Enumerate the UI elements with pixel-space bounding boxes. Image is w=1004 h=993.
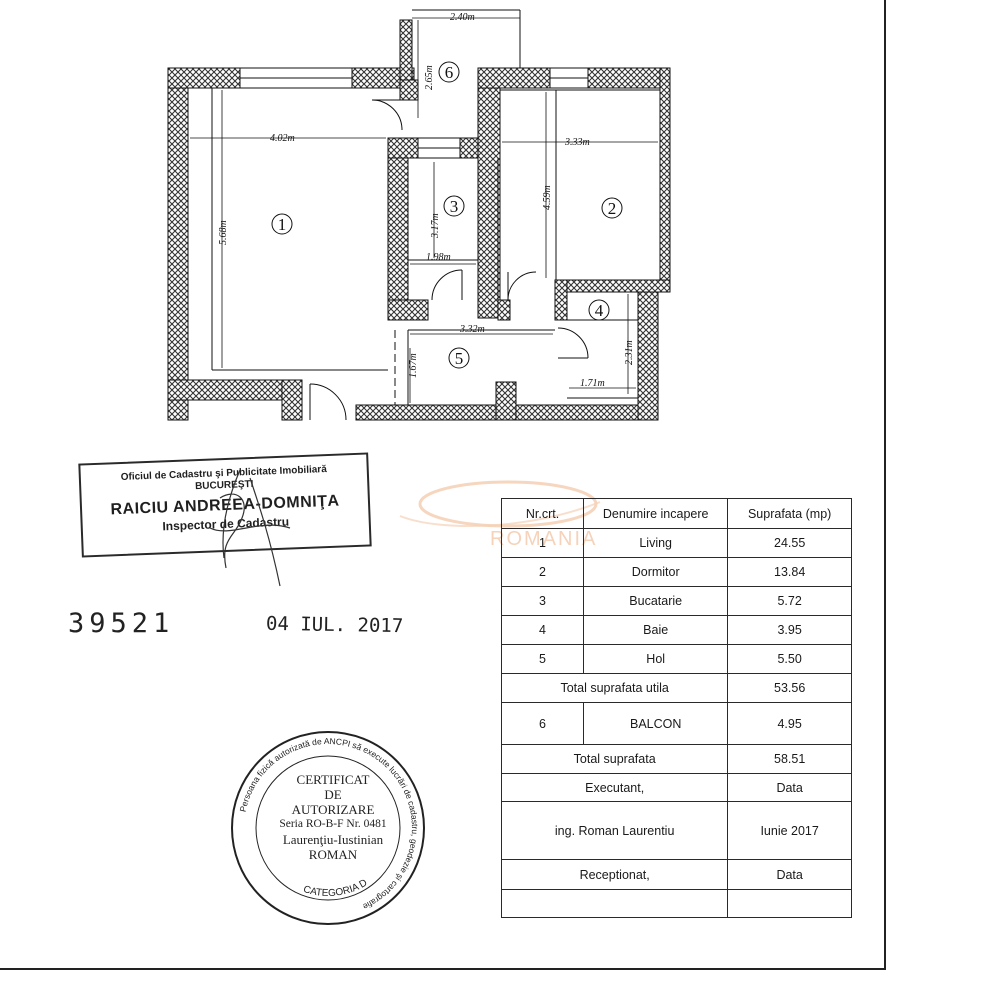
room-number: 5 bbox=[455, 349, 464, 368]
table-row: 3 Bucatarie 5.72 bbox=[500, 586, 852, 616]
table-total-useful-row: Total suprafata utila 53.56 bbox=[500, 673, 852, 703]
dim-label: 1.98m bbox=[426, 252, 451, 263]
dim-label: 2.31m bbox=[624, 340, 635, 365]
windows bbox=[239, 67, 589, 159]
room-number: 6 bbox=[445, 63, 454, 82]
room-number: 2 bbox=[608, 199, 617, 218]
table-row: 5 Hol 5.50 bbox=[500, 644, 852, 674]
table-receptionat-row: Receptionat, Data bbox=[500, 859, 852, 890]
header-room-name: Denumire incapere bbox=[583, 498, 729, 529]
room-area-table: Nr.crt. Denumire incapere Suprafata (mp)… bbox=[500, 498, 852, 918]
svg-text:CATEGORIA D: CATEGORIA D bbox=[302, 878, 369, 900]
dim-label: 3.17m bbox=[430, 213, 441, 239]
table-total-row: Total suprafata 58.51 bbox=[500, 744, 852, 774]
table-executant-row: Executant, Data bbox=[500, 773, 852, 802]
room-numbers bbox=[271, 61, 623, 369]
header-area: Suprafata (mp) bbox=[727, 498, 852, 529]
table-row: 2 Dormitor 13.84 bbox=[500, 557, 852, 587]
table-executant-name-row: ing. Roman Laurentiu Iunie 2017 bbox=[500, 801, 852, 860]
room-number: 4 bbox=[595, 301, 604, 320]
dim-label: 3.32m bbox=[459, 324, 485, 335]
dim-label: 2.65m bbox=[424, 65, 435, 90]
header-nr: Nr.crt. bbox=[500, 498, 585, 529]
walls bbox=[167, 19, 671, 421]
room-number: 3 bbox=[450, 197, 459, 216]
dimension-lines bbox=[190, 17, 658, 403]
interior-lines bbox=[211, 9, 661, 405]
floor-plan: 2.40m 2.65m 4.02m 3.33m 5.68m 3.17m 4.59… bbox=[167, 9, 671, 421]
dimension-labels: 2.40m 2.65m 4.02m 3.33m 5.68m 3.17m 4.59… bbox=[218, 12, 635, 389]
dim-label: 4.59m bbox=[542, 185, 553, 210]
table-balcony-row: 6 BALCON 4.95 bbox=[500, 702, 852, 745]
dim-label: 5.68m bbox=[218, 220, 229, 245]
page-border bbox=[0, 0, 886, 970]
table-empty-row bbox=[500, 889, 852, 918]
seal-center-text: CERTIFICAT DE AUTORIZARE Seria RO-B-F Nr… bbox=[279, 772, 387, 862]
registration-date: 04 IUL. 2017 bbox=[265, 612, 404, 638]
dim-label: 1.71m bbox=[580, 378, 605, 389]
seal-category: CATEGORIA D bbox=[302, 878, 369, 900]
table-row: 4 Baie 3.95 bbox=[500, 615, 852, 645]
doors bbox=[309, 99, 589, 421]
dim-label: 4.02m bbox=[270, 133, 295, 144]
dim-label: 3.33m bbox=[564, 137, 590, 148]
registration-number: 39521 bbox=[68, 608, 175, 639]
table-header-row: Nr.crt. Denumire incapere Suprafata (mp) bbox=[500, 498, 852, 529]
room-number: 1 bbox=[278, 215, 287, 234]
dim-label: 2.40m bbox=[450, 12, 475, 23]
certificate-seal: Persoana fizică autorizată de ANCPI să e… bbox=[231, 731, 425, 925]
dim-label: 1.67m bbox=[408, 353, 419, 378]
table-row: 1 Living 24.55 bbox=[500, 528, 852, 558]
signature bbox=[209, 469, 291, 587]
